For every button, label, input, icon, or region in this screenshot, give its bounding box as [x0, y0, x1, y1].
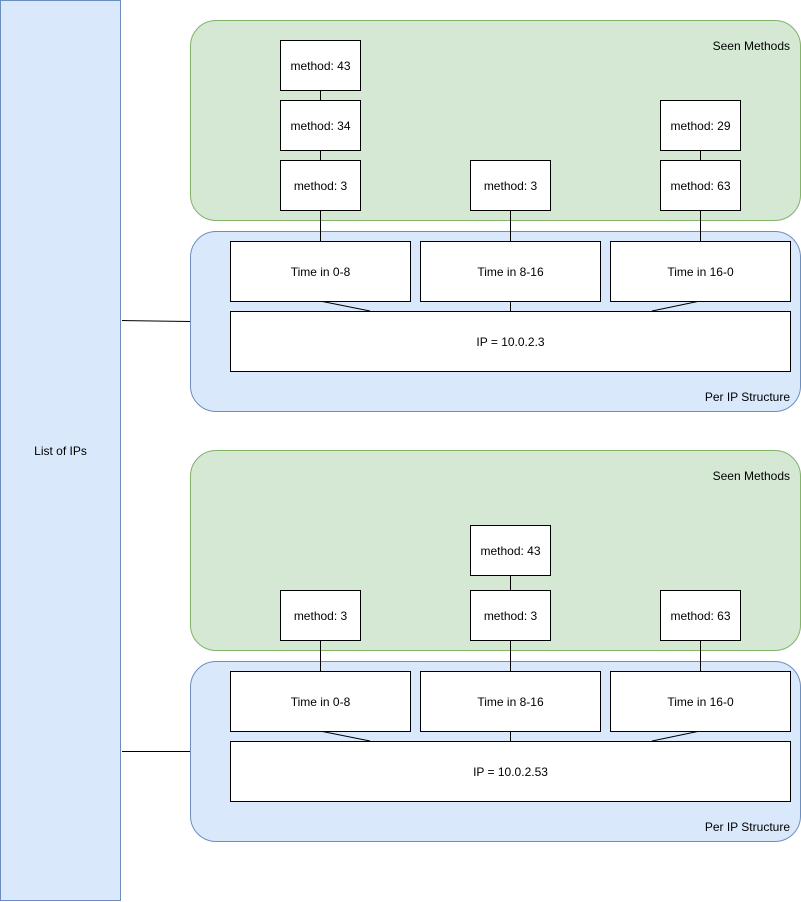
time-slot-box: Time in 8-16: [420, 241, 601, 302]
method-box: method: 3: [280, 160, 361, 211]
method-box: method: 63: [660, 160, 741, 211]
ip-list-label: List of IPs: [34, 443, 87, 458]
per-ip-structure-label-2: Per IP Structure: [704, 820, 790, 834]
method-box: method: 34: [280, 100, 361, 151]
method-box: method: 43: [470, 525, 551, 576]
method-box: method: 43: [280, 40, 361, 91]
ip-box: IP = 10.0.2.3: [230, 311, 791, 372]
time-slot-box: Time in 16-0: [610, 241, 791, 302]
seen-methods-label-2: Seen Methods: [712, 469, 790, 483]
method-box: method: 63: [660, 590, 741, 641]
method-box: method: 3: [470, 590, 551, 641]
seen-methods-label-1: Seen Methods: [712, 39, 790, 53]
method-box: method: 29: [660, 100, 741, 151]
method-box: method: 3: [280, 590, 361, 641]
per-ip-structure-label-1: Per IP Structure: [704, 390, 790, 404]
ip-list: List of IPs: [0, 0, 121, 901]
time-slot-box: Time in 16-0: [610, 671, 791, 732]
ip-box: IP = 10.0.2.53: [230, 741, 791, 802]
time-slot-box: Time in 0-8: [230, 671, 411, 732]
time-slot-box: Time in 8-16: [420, 671, 601, 732]
time-slot-box: Time in 0-8: [230, 241, 411, 302]
method-box: method: 3: [470, 160, 551, 211]
